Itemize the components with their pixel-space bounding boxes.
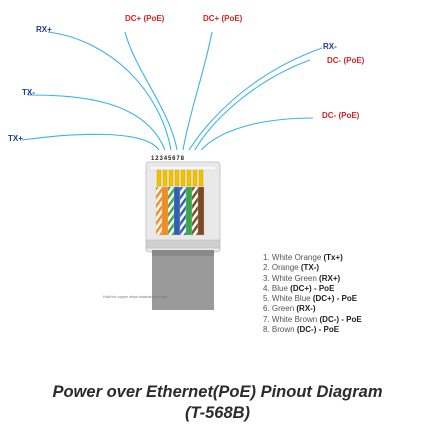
wire-3-white-green bbox=[167, 186, 175, 236]
wire-line-rx-plus bbox=[47, 31, 172, 151]
colored-wires bbox=[155, 186, 205, 236]
wire-2-orange bbox=[161, 186, 169, 236]
cable-boot-shade bbox=[152, 250, 214, 256]
wire-line-rx-minus bbox=[188, 47, 323, 151]
label-dc-plus-1: DC+ (PoE) bbox=[125, 14, 165, 23]
label-tx-plus: TX+ bbox=[8, 134, 23, 143]
wire-1-white-orange bbox=[155, 186, 163, 236]
side-note: Hold the copper strips towards your face bbox=[103, 295, 167, 299]
label-tx-minus: TX- bbox=[22, 88, 35, 97]
wire-line-dc-plus-1 bbox=[124, 31, 178, 151]
cable-boot-band bbox=[145, 239, 221, 249]
title-line-2: (T-568B) bbox=[184, 404, 251, 422]
wire-line-tx-minus bbox=[27, 94, 166, 151]
legend-item: 8. Brown (DC-) - PoE bbox=[263, 325, 340, 335]
wire-4-blue bbox=[173, 186, 181, 236]
legend-item: 2. Orange (TX-) bbox=[263, 263, 320, 273]
pin-numbers: 12345678 bbox=[151, 156, 185, 162]
legend-item: 3. White Green (RX+) bbox=[263, 273, 341, 283]
wire-line-tx-plus bbox=[21, 133, 160, 151]
legend-item: 5. White Blue (DC+) - PoE bbox=[263, 294, 358, 304]
connector-top-rim bbox=[149, 165, 217, 171]
cable-boot bbox=[152, 250, 214, 310]
legend-item: 1. White Orange (Tx+) bbox=[263, 253, 343, 262]
legend-item: 7. White Brown (DC-) - PoE bbox=[263, 314, 362, 324]
legend-item: 6. Green (RX-) bbox=[263, 304, 316, 314]
wire-5-white-blue bbox=[179, 186, 187, 236]
wire-line-dc-plus-2 bbox=[182, 31, 213, 151]
label-dc-minus-1: DC- (PoE) bbox=[327, 56, 365, 65]
title-line-1: Power over Ethernet(PoE) Pinout Diagram bbox=[52, 383, 383, 401]
label-dc-minus-2: DC- (PoE) bbox=[322, 111, 360, 120]
wire-8-brown bbox=[197, 186, 205, 236]
diagram-title: Power over Ethernet(PoE) Pinout Diagram … bbox=[0, 382, 435, 424]
gold-contacts bbox=[156, 169, 204, 187]
wire-line-dc-minus-1 bbox=[194, 59, 311, 151]
legend-item: 4. Blue (DC+) - PoE bbox=[263, 283, 335, 293]
label-dc-plus-2: DC+ (PoE) bbox=[203, 14, 243, 23]
wire-line-dc-minus-2 bbox=[200, 117, 314, 151]
label-rx-minus: RX- bbox=[323, 42, 337, 51]
wire-lines bbox=[21, 31, 323, 151]
wire-6-green bbox=[185, 186, 193, 236]
label-rx-plus: RX+ bbox=[36, 25, 52, 34]
wire-7-white-brown bbox=[191, 186, 199, 236]
pinout-legend: 1. White Orange (Tx+) 2. Orange (TX-) 3.… bbox=[263, 253, 362, 335]
rj45-connector bbox=[145, 161, 221, 310]
